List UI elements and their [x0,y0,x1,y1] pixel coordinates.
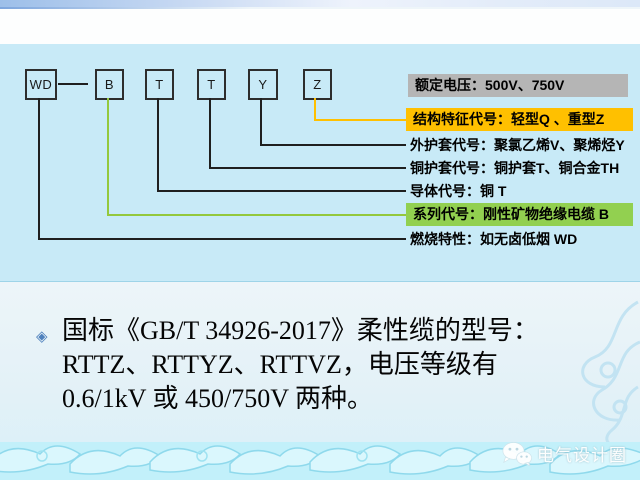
paragraph-line: RTTZ、RTTYZ、RTTVZ，电压等级有 [62,350,498,379]
label-rated-voltage: 额定电压：500V、750V [408,74,628,97]
code-box-label: WD [29,77,53,92]
top-accent-line [0,7,250,9]
code-box-label: T [207,77,216,92]
paragraph-line: 国标《GB/T 34926-2017》柔性缆的型号： [62,316,539,345]
label-burning-property: 燃烧特性：如无卤低烟 WD [410,231,578,247]
code-box-y: Y [248,69,278,100]
label-conductor-code: 导体代号：铜 T [410,183,507,199]
code-box-wd: WD [25,69,57,100]
connector-t2-horizontal [209,167,406,169]
code-box-b: B [95,69,124,100]
connector-z-vertical [314,98,316,121]
top-margin [0,9,640,44]
watermark-bottom: 电气设计圈 [502,441,627,466]
connector-t1-horizontal [157,190,406,192]
connector-y-horizontal [260,144,406,146]
label-structure-code: 结构特征代号：轻型Q 、重型Z [406,108,633,131]
connector-t2-vertical [209,98,211,169]
connector-z-horizontal [314,119,406,121]
label-outer-sheath-code: 外护套代号：聚氯乙烯V、聚烯烃Y [410,137,625,153]
wechat-bubbles-icon [502,441,532,466]
connector-wd-horizontal [38,238,406,240]
connector-b-horizontal [107,214,406,216]
code-box-t1: T [145,69,174,100]
connector-t1-vertical [157,98,159,192]
watermark-text: 电气设计圈 [537,446,627,465]
code-box-t2: T [197,69,226,100]
diamond-bullet-icon: ◈ [36,327,48,345]
connector-y-vertical [260,98,262,146]
wd-b-dash [58,83,88,85]
code-box-label: T [155,77,164,92]
label-series-code: 系列代号：刚性矿物绝缘电缆 B [406,203,633,226]
cable-code-diagram-panel: WD B T T Y Z 额定电压：500V、750V 结构特征代号：轻型Q 、… [0,44,640,311]
connector-b-vertical [107,98,109,216]
top-gradient-strip [0,0,640,7]
code-box-label: Y [258,77,268,92]
code-box-label: B [104,77,115,92]
body-paragraph: 国标《GB/T 34926-2017》柔性缆的型号： RTTZ、RTTYZ、RT… [62,314,607,416]
label-copper-sheath-code: 铜护套代号：铜护套T、铜合金TH [410,160,620,176]
paragraph-line: 0.6/1kV 或 450/750V 两种。 [62,384,374,413]
connector-wd-vertical [38,98,40,240]
code-box-z: Z [303,69,332,100]
code-box-label: Z [313,77,322,92]
